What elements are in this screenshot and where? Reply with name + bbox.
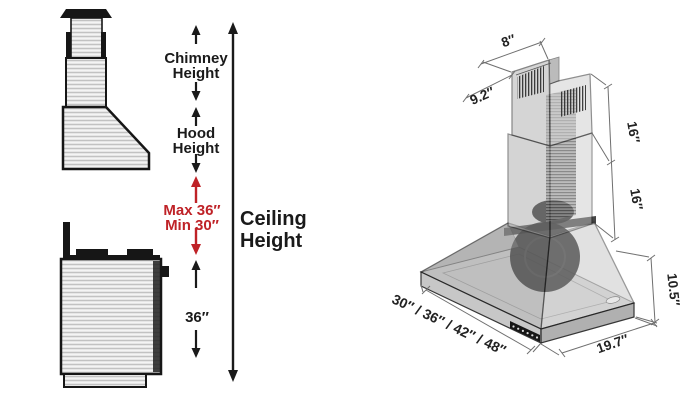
control-button xyxy=(512,325,515,328)
mount-max-label: Max 36″ xyxy=(163,202,220,219)
control-button xyxy=(521,329,525,332)
dim-hood-height-label: 10.5″ xyxy=(664,272,682,307)
control-button xyxy=(535,336,539,339)
control-button xyxy=(531,334,534,337)
mount-min-label: Min 30″ xyxy=(165,217,219,234)
range-knob xyxy=(160,266,169,277)
range-base xyxy=(63,373,147,388)
range-clearance-label: 36″ xyxy=(185,309,209,326)
hood-canopy-profile xyxy=(61,105,151,171)
ceiling-height-arrow xyxy=(228,22,238,382)
arrow-down-icon xyxy=(191,348,201,358)
vent-louvers-left xyxy=(517,66,544,99)
wall-hood-side-view xyxy=(60,9,151,171)
range-backsplash xyxy=(63,222,70,259)
control-button xyxy=(517,327,520,330)
chimney-back-panel-edge xyxy=(548,56,560,85)
dim-chimney-lower-label: 16″ xyxy=(627,187,646,211)
range-burner-left xyxy=(76,249,108,255)
hood-height-label-line2: Height xyxy=(173,140,220,157)
range-side-band xyxy=(153,261,160,372)
arrow-down-icon xyxy=(228,370,238,382)
dim-top-depth-label: 8″ xyxy=(499,31,518,50)
chimney-top-inner-line xyxy=(515,62,552,76)
control-button-strip xyxy=(510,321,540,342)
dim-chimney-upper-label: 16″ xyxy=(624,120,643,144)
chimney-top-cap xyxy=(60,9,112,18)
ceiling-height-label-line1: Ceiling xyxy=(240,208,307,230)
arrow-up-icon xyxy=(228,22,238,34)
arrow-down-icon xyxy=(191,91,201,101)
vent-louvers-right xyxy=(560,85,586,117)
mount-height-arrows-red xyxy=(191,176,201,255)
dimension-lines xyxy=(420,37,660,358)
dimension-arrows-column xyxy=(191,25,201,358)
arrow-down-icon xyxy=(191,163,201,173)
arrow-up-icon xyxy=(191,260,201,270)
hood-isometric-view xyxy=(419,56,636,344)
chimney-rail-right xyxy=(101,32,106,59)
chimney-outer-duct xyxy=(65,57,107,109)
ceiling-height-label-line2: Height xyxy=(240,230,303,252)
chimney-lower-left-face xyxy=(507,133,551,239)
chimney-rail-left xyxy=(66,32,71,59)
red-arrow-up-icon xyxy=(191,176,201,187)
chimney-inner-duct xyxy=(70,17,103,60)
hood-height-label-line1: Hood xyxy=(177,125,215,142)
control-button xyxy=(526,332,529,335)
dim-top-width-label: 9.2″ xyxy=(468,84,498,108)
arrow-up-icon xyxy=(191,107,201,117)
range-body xyxy=(59,257,163,376)
arrow-up-icon xyxy=(191,25,201,35)
chimney-height-label-line1: Chimney xyxy=(164,50,228,67)
base-rim-right-band xyxy=(540,302,635,344)
dim-hood-depth-label: 19.7″ xyxy=(595,331,631,356)
logo-badge-oval xyxy=(605,296,621,304)
chimney-height-label-line2: Height xyxy=(173,65,220,82)
range-side-view xyxy=(59,222,169,388)
range-burner-right xyxy=(127,249,153,255)
red-arrow-down-icon xyxy=(191,244,201,255)
